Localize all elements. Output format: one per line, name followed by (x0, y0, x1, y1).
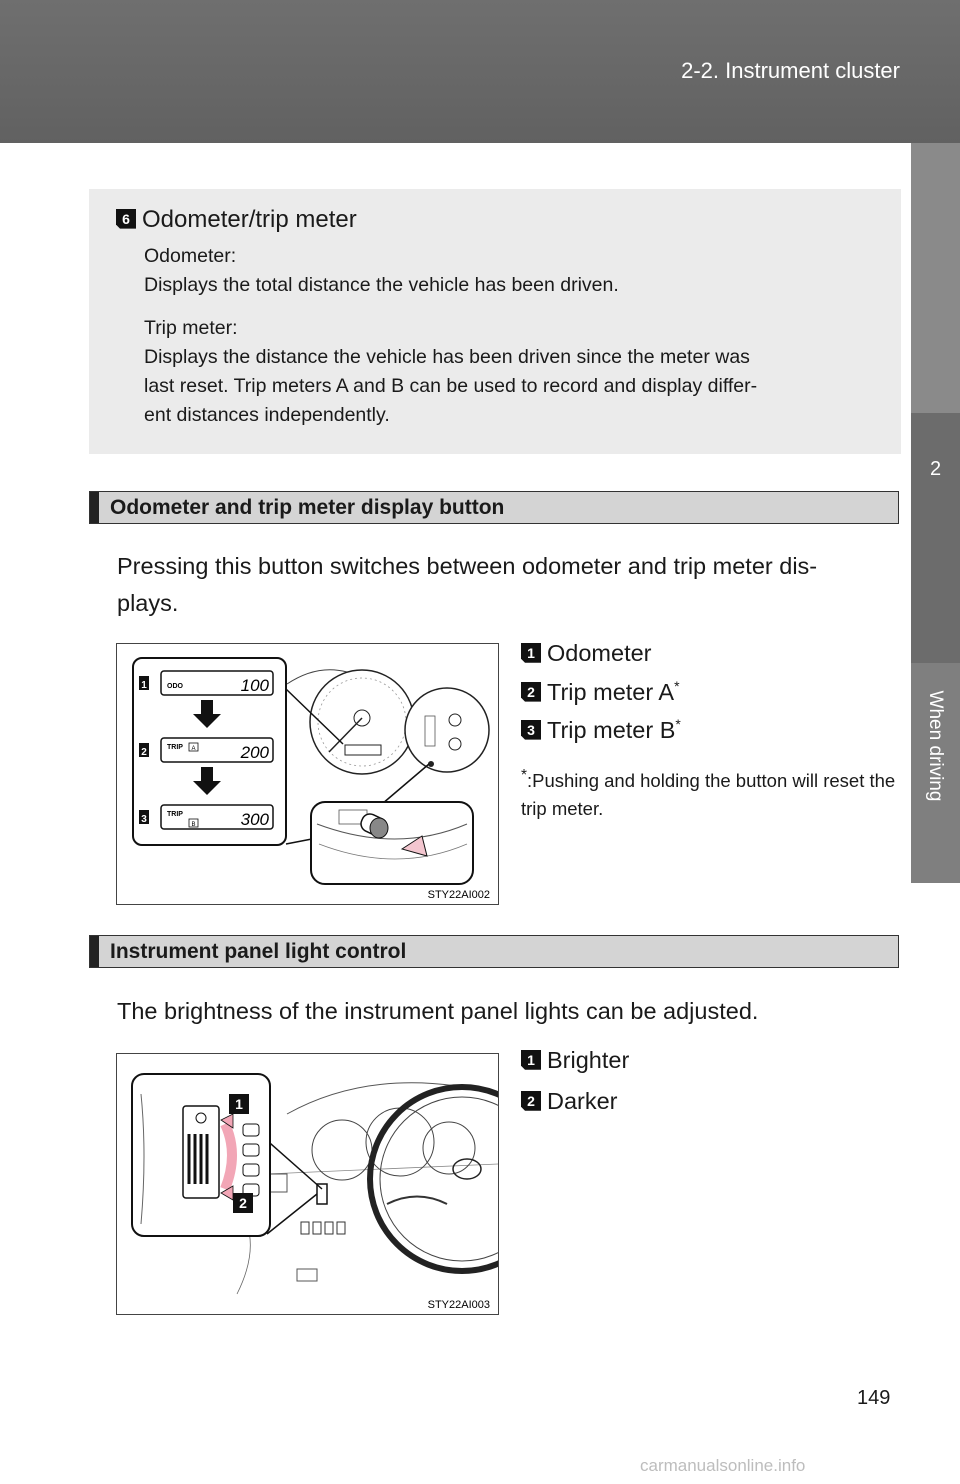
footnote: *:Pushing and holding the button will re… (521, 767, 896, 820)
item-number-badge: 6 (116, 209, 136, 229)
trip-meter-description-line: last reset. Trip meters A and B can be u… (144, 375, 758, 397)
section-title: 2-2. Instrument cluster (681, 58, 900, 83)
display-badge: 2 (141, 747, 147, 758)
odometer-label: Odometer: (144, 245, 237, 267)
light-control-figure: 1 2 STY22AI003 (116, 1053, 557, 1315)
display-value: 200 (240, 743, 270, 762)
section-body: The brightness of the instrument panel l… (117, 998, 759, 1024)
trip-meter-description-line: ent distances independently. (144, 404, 390, 426)
display-mode: TRIP (167, 811, 183, 818)
section-heading-bar: Odometer and trip meter display button (89, 491, 899, 524)
callout-2: 2 (239, 1195, 247, 1211)
trip-meter-description-line: Displays the distance the vehicle has be… (144, 346, 750, 368)
chapter-number: 2 (929, 458, 942, 480)
watermark: carmanualsonline.info (640, 1456, 806, 1475)
chapter-label: When driving (925, 690, 946, 802)
odometer-description: Displays the total distance the vehicle … (144, 274, 619, 296)
figure-code: STY22AI002 (428, 889, 490, 901)
display-value: 100 (241, 676, 270, 695)
section-body-line: Pressing this button switches between od… (117, 553, 818, 579)
chapter-number-tab (911, 413, 960, 663)
dashboard-illustration: 1 2 STY22AI003 (131, 1073, 557, 1311)
section-heading: Instrument panel light control (110, 940, 407, 963)
section-heading: Odometer and trip meter display button (110, 496, 505, 519)
section-heading-bar: Instrument panel light control (89, 935, 899, 968)
page-number: 149 (857, 1387, 891, 1409)
figure-code: STY22AI003 (428, 1299, 490, 1311)
trip-meter-label: Trip meter: (144, 317, 238, 339)
display-mode: ODO (167, 683, 184, 690)
display-badge: 1 (141, 680, 147, 691)
section-body-line: plays. (117, 590, 179, 616)
callout-1: 1 (235, 1096, 243, 1112)
trip-a-letter: A (191, 746, 195, 752)
trip-b-letter: B (191, 822, 195, 828)
display-mode: TRIP (167, 744, 183, 751)
odometer-figure: 1 ODO 100 2 TRIP A 200 3 TRIP B 300 (116, 643, 499, 905)
page-header: 2-2. Instrument cluster (0, 0, 960, 143)
chapter-label-tab (911, 663, 960, 883)
display-value: 300 (241, 810, 270, 829)
chapter-side-tab: 2 When driving (911, 143, 960, 1484)
instrument-cluster-illustration: 1 ODO 100 2 TRIP A 200 3 TRIP B 300 (132, 657, 490, 901)
display-badge: 3 (141, 814, 147, 825)
